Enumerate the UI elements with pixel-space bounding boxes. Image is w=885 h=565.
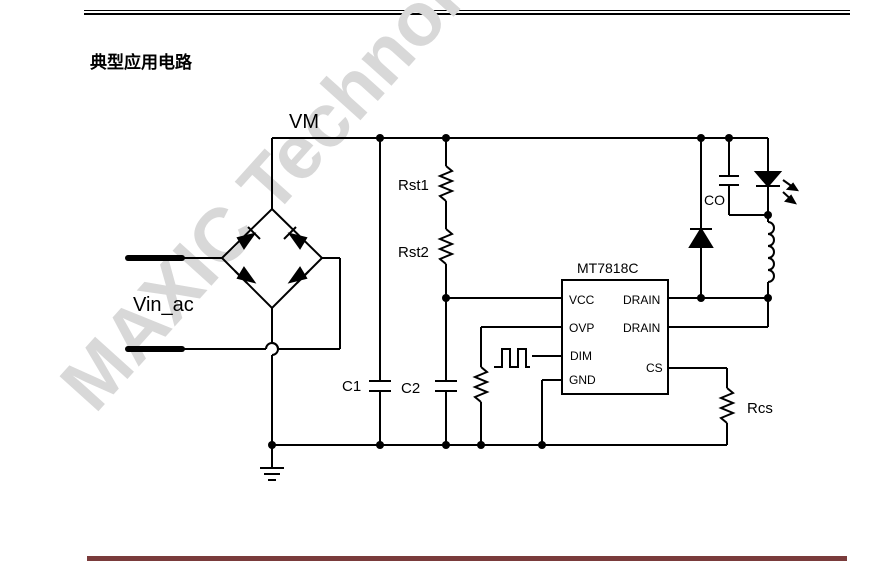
header-rule-thin	[84, 10, 850, 11]
pin-cs: CS	[646, 361, 663, 375]
led-icon	[753, 171, 783, 188]
pin-drain-1: DRAIN	[623, 293, 660, 307]
pin-drain-2: DRAIN	[623, 321, 660, 335]
freewheel-diode-icon	[688, 227, 714, 248]
footer-rule	[87, 556, 847, 561]
pin-vcc: VCC	[569, 293, 595, 307]
label-rcs: Rcs	[747, 400, 773, 417]
label-c2: C2	[401, 380, 420, 397]
wires	[182, 137, 798, 481]
pin-dim: DIM	[570, 349, 592, 363]
diode-icon	[236, 232, 257, 250]
label-c1: C1	[342, 378, 361, 395]
arrow-icon	[784, 194, 797, 205]
label-rst1: Rst1	[398, 177, 429, 194]
diode-icon	[287, 232, 308, 250]
arrow-icon	[785, 182, 800, 192]
label-rst2: Rst2	[398, 244, 429, 261]
label-co: CO	[704, 192, 725, 208]
pin-ovp: OVP	[569, 321, 594, 335]
ac-input-leads	[125, 255, 185, 352]
pin-gnd: GND	[569, 373, 596, 387]
chip-name: MT7818C	[577, 260, 638, 276]
ic-body	[561, 279, 669, 395]
header-rule-thick	[84, 13, 850, 15]
label-vin: Vin_ac	[133, 294, 194, 316]
junction-dots	[268, 134, 772, 449]
bridge-diodes	[234, 226, 310, 284]
section-heading: 典型应用电路	[90, 53, 192, 73]
label-vm: VM	[289, 111, 319, 133]
